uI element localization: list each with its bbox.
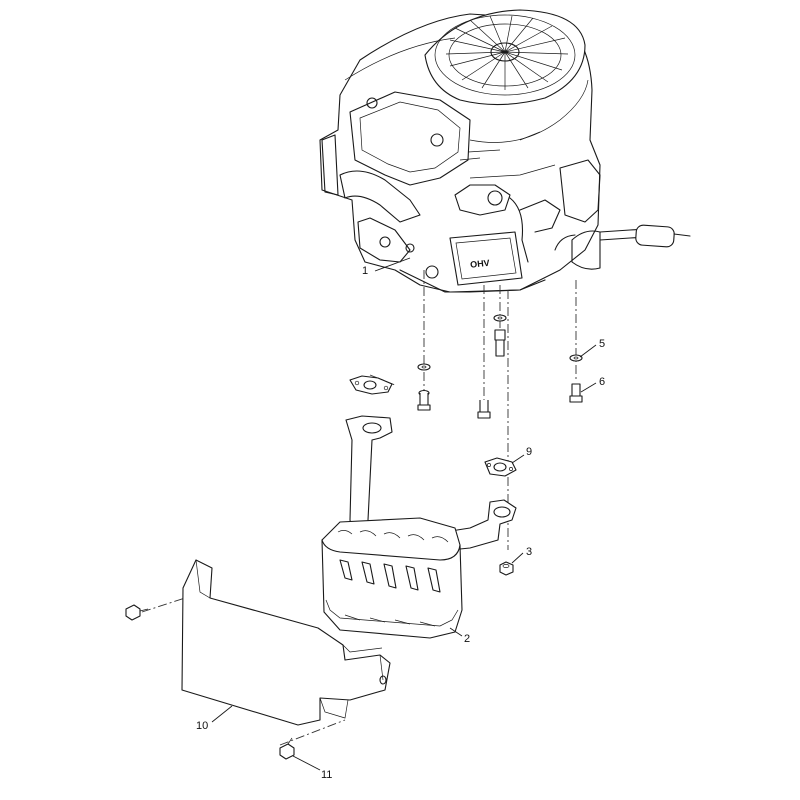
callout-10: 10 xyxy=(196,720,208,732)
stud-center xyxy=(494,329,506,357)
screw-bottom xyxy=(279,737,295,760)
engine-assembly: OHV xyxy=(319,9,691,293)
ohv-badge-text: OHV xyxy=(470,258,490,270)
washer-left xyxy=(417,363,431,371)
gasket-right xyxy=(484,457,517,477)
callout-5: 5 xyxy=(599,338,605,350)
nut xyxy=(499,561,514,576)
bolt-left xyxy=(417,389,431,411)
callout-3: 3 xyxy=(526,546,532,558)
leader-lines xyxy=(211,257,597,771)
callout-11: 11 xyxy=(321,769,332,781)
washer-right xyxy=(569,354,583,362)
muffler xyxy=(321,415,517,639)
callout-2: 2 xyxy=(464,633,470,645)
bolt-center xyxy=(477,400,491,419)
screw-left xyxy=(125,604,149,621)
gasket-left xyxy=(349,375,393,395)
heat-shield xyxy=(181,559,391,726)
callout-9: 9 xyxy=(526,446,532,458)
washer-top-center xyxy=(493,314,507,322)
bolt-right xyxy=(569,383,583,403)
callout-1: 1 xyxy=(362,265,368,277)
callout-6: 6 xyxy=(599,376,605,388)
